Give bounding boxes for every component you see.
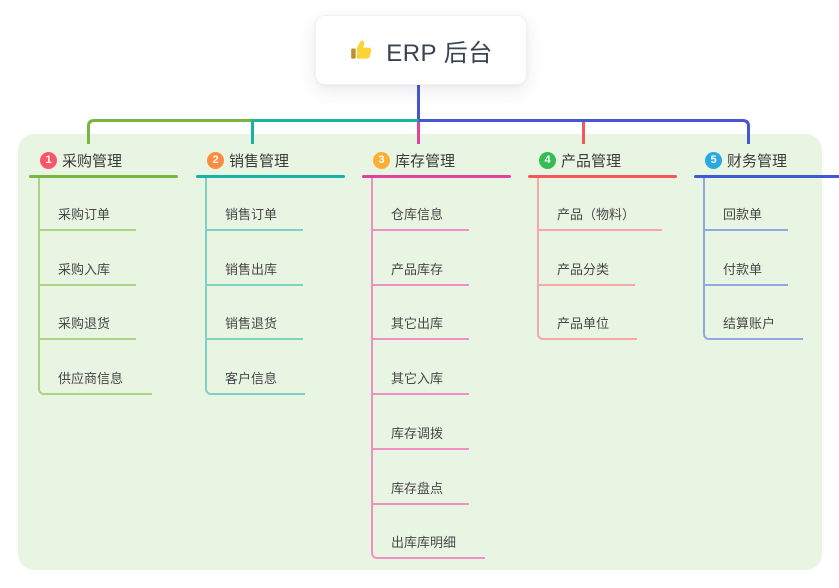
child-node[interactable]: 库存盘点	[391, 481, 444, 496]
child-underline	[205, 229, 303, 231]
child-underline	[537, 284, 635, 286]
child-node[interactable]: 采购入库	[58, 262, 111, 277]
child-underline	[371, 229, 469, 231]
child-node[interactable]: 其它入库	[391, 371, 444, 386]
child-node[interactable]: 销售出库	[225, 262, 278, 277]
branch-node-2[interactable]: 销售管理	[229, 153, 290, 170]
branch-child-connector-5	[703, 178, 803, 340]
branch-node-4[interactable]: 产品管理	[561, 153, 622, 170]
child-node[interactable]: 出库库明细	[391, 535, 457, 550]
branch-child-connector-1	[38, 178, 152, 395]
child-underline	[371, 393, 469, 395]
child-node[interactable]: 供应商信息	[58, 371, 124, 386]
child-underline	[371, 503, 469, 505]
child-node[interactable]: 销售订单	[225, 207, 278, 222]
child-node[interactable]: 结算账户	[723, 316, 776, 331]
child-node[interactable]: 采购退货	[58, 316, 111, 331]
child-underline	[38, 338, 136, 340]
child-underline	[537, 229, 662, 231]
child-underline	[205, 284, 303, 286]
branch-child-connector-4	[537, 178, 637, 340]
thumbs-up-icon	[349, 37, 375, 63]
branch-node-5[interactable]: 财务管理	[727, 153, 788, 170]
branch-underline-2	[196, 175, 345, 178]
group-panel	[18, 134, 822, 570]
child-underline	[703, 229, 788, 231]
branch-underline-3	[362, 175, 511, 178]
child-underline	[371, 338, 469, 340]
branch-child-connector-3	[371, 178, 485, 559]
root-node[interactable]: ERP 后台	[315, 15, 527, 85]
child-node[interactable]: 产品（物料）	[557, 207, 636, 222]
branch-underline-4	[528, 175, 677, 178]
child-node[interactable]: 产品分类	[557, 262, 610, 277]
branch-node-3[interactable]: 库存管理	[395, 153, 456, 170]
branch-node-1[interactable]: 采购管理	[62, 153, 123, 170]
child-node[interactable]: 回款单	[723, 207, 763, 222]
branch-number-badge-4: 4	[539, 152, 556, 169]
root-node-label: ERP 后台	[386, 39, 493, 67]
branch-number-badge-2: 2	[207, 152, 224, 169]
child-underline	[703, 284, 788, 286]
child-node[interactable]: 付款单	[723, 262, 763, 277]
child-underline	[38, 284, 136, 286]
branch-number-badge-3: 3	[373, 152, 390, 169]
child-underline	[205, 338, 303, 340]
child-underline	[371, 284, 469, 286]
branch-number-badge-1: 1	[40, 152, 57, 169]
child-node[interactable]: 仓库信息	[391, 207, 444, 222]
branch-child-connector-2	[205, 178, 305, 395]
child-node[interactable]: 库存调拨	[391, 426, 444, 441]
child-node[interactable]: 产品库存	[391, 262, 444, 277]
branch-underline-1	[29, 175, 178, 178]
child-node[interactable]: 销售退货	[225, 316, 278, 331]
child-underline	[38, 229, 136, 231]
branch-number-badge-5: 5	[705, 152, 722, 169]
child-node[interactable]: 产品单位	[557, 316, 610, 331]
child-underline	[371, 448, 469, 450]
child-node[interactable]: 客户信息	[225, 371, 278, 386]
branch-underline-5	[694, 175, 839, 178]
child-node[interactable]: 采购订单	[58, 207, 111, 222]
child-node[interactable]: 其它出库	[391, 316, 444, 331]
